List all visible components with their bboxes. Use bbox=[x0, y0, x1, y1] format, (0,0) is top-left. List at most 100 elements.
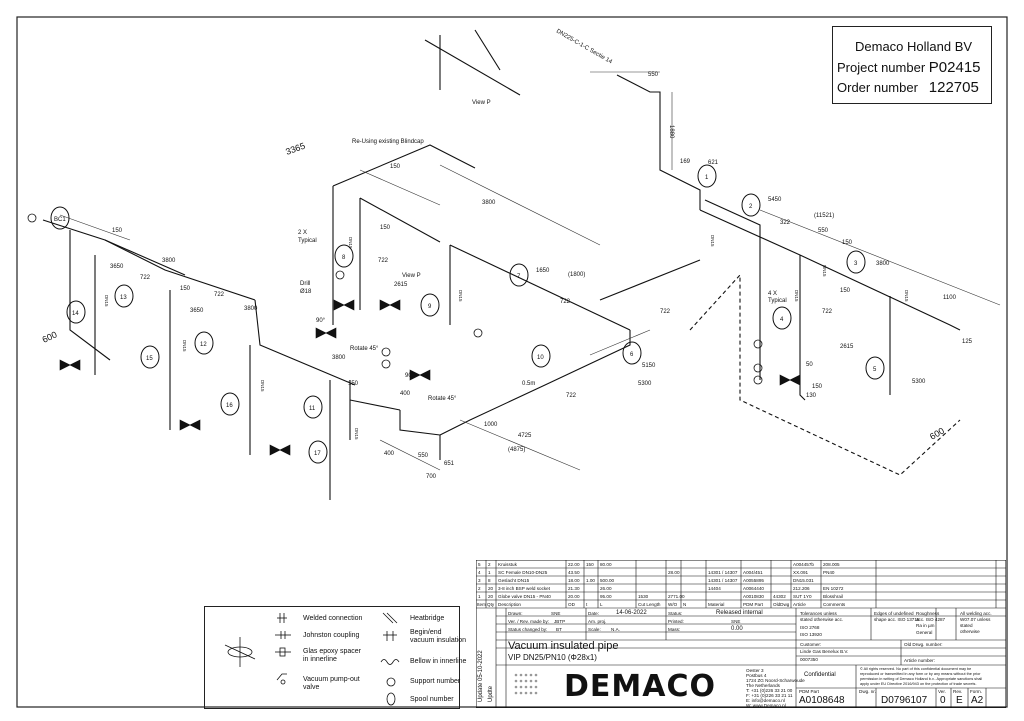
dn-label: DN15 bbox=[822, 265, 827, 277]
valve-symbols bbox=[59, 299, 801, 456]
bom-wo: 2771.00 bbox=[668, 594, 685, 599]
project-number-row: Project number P02415 bbox=[837, 59, 981, 76]
customer-ref: 0007350 bbox=[800, 657, 818, 662]
dim: 400 bbox=[400, 391, 411, 397]
bom-qty: 20 bbox=[488, 586, 494, 591]
weld-3: stated bbox=[960, 623, 973, 628]
address-line: W: www.Demaco.nl bbox=[746, 703, 786, 708]
pipe-lines bbox=[42, 29, 961, 500]
bom-t: 150 bbox=[586, 562, 594, 567]
spool-number: 9 bbox=[428, 304, 432, 310]
customer-name: Linde Gas Benelux B.V. bbox=[800, 649, 849, 654]
dim: 1100 bbox=[943, 295, 957, 301]
bom-desc: Globe valve DN15 - PN40 bbox=[498, 594, 551, 599]
legend-pumpout: Vacuum pump-out bbox=[303, 676, 360, 683]
mass-value: 0.00 bbox=[731, 626, 743, 632]
bom-pdm: A004/451 bbox=[743, 570, 763, 575]
legend-bellow: Bellow in innerline bbox=[410, 658, 467, 665]
bom-article: XX.091 bbox=[793, 570, 809, 575]
bom-comment: EN 10272 bbox=[823, 586, 844, 591]
dn-label: DN15 bbox=[710, 235, 715, 247]
am-proj-label: Am. proj. bbox=[588, 619, 607, 624]
legend-johnston: Johnston coupling bbox=[303, 632, 360, 639]
demaco-logo: DEMACO bbox=[564, 669, 716, 704]
address-line: F: +31 (0)226 33 21 11 bbox=[746, 693, 793, 698]
bom-qty: 2 bbox=[488, 562, 491, 567]
bom-article: DN15.031 bbox=[793, 578, 814, 583]
spool-number: 13 bbox=[120, 295, 127, 301]
spool-number: BC1 bbox=[54, 217, 66, 223]
dn-label: DN15 bbox=[458, 290, 463, 302]
date-value: 14-06-2022 bbox=[616, 610, 647, 616]
bom-od: 22.00 bbox=[568, 562, 580, 567]
note-angle-1: 90° bbox=[316, 318, 326, 324]
spool-number: 16 bbox=[226, 403, 233, 409]
dwg-value: D0796107 bbox=[881, 695, 928, 706]
mass-label: Mass: bbox=[668, 627, 681, 632]
scale-label: Scale: bbox=[588, 627, 601, 632]
spool-number: 5 bbox=[873, 367, 877, 373]
spool-number: 17 bbox=[314, 451, 321, 457]
dim: 50 bbox=[806, 362, 813, 368]
address-line: 1724 ZG Noord-Scharwoude bbox=[746, 678, 805, 683]
project-number-label: Project number bbox=[837, 60, 926, 75]
dim: 3800 bbox=[244, 306, 258, 312]
title-block-grid bbox=[476, 560, 1006, 708]
bom-article: SUT 1Y0 bbox=[793, 594, 812, 599]
dim: 5300 bbox=[912, 379, 926, 385]
bom-desc: Geslacht DN15 bbox=[498, 578, 530, 583]
bom-material: 14301 / 14307 bbox=[708, 578, 738, 583]
legend-pumpout-2: valve bbox=[303, 684, 320, 691]
drawing-title: Vacuum insulated pipe bbox=[508, 640, 619, 652]
bom-qty: 8 bbox=[488, 578, 491, 583]
bom-l: 26.00 bbox=[600, 586, 612, 591]
legend-beginend: Begin/end bbox=[410, 629, 442, 636]
rev-value: E bbox=[956, 695, 963, 706]
address-line: Postbus 4 bbox=[746, 673, 767, 678]
bom-comment: Blosshrail bbox=[823, 594, 843, 599]
bom-article: 208.005 bbox=[823, 562, 840, 567]
bom-desc: Kruisstuk bbox=[498, 562, 517, 567]
order-number: 122705 bbox=[928, 79, 979, 96]
spool-markers bbox=[50, 164, 885, 464]
form-label: Form. bbox=[970, 689, 982, 694]
dim: 5300 bbox=[638, 381, 652, 387]
dim: 722 bbox=[660, 309, 671, 315]
legend-heatbridge: Heatbridge bbox=[410, 615, 445, 622]
dim: 700 bbox=[426, 474, 437, 480]
bom-desc: 3-8 inch BSP weld socket bbox=[498, 586, 551, 591]
top-section-label: DN225-C-1-C Sectie 14 bbox=[555, 29, 613, 66]
bom-l: 95.00 bbox=[600, 594, 612, 599]
bom-header: OD bbox=[568, 602, 575, 607]
address-line: E: info@demaco.nl bbox=[746, 698, 785, 703]
confidential-label: Confidential bbox=[804, 672, 836, 678]
ver-by: JBTP bbox=[554, 619, 566, 624]
bom-qty: 1 bbox=[488, 570, 491, 575]
note-typical-2x: 2 X bbox=[298, 230, 307, 236]
dim: 722 bbox=[560, 299, 571, 305]
bom-wo: 28.00 bbox=[668, 570, 680, 575]
dwg-label: Dwg. nr. bbox=[859, 689, 876, 694]
address-line: Oester 3 bbox=[746, 668, 764, 673]
note-rotate-1: Rotate 45° bbox=[350, 346, 379, 352]
drawn-by: SNE bbox=[551, 611, 561, 616]
dn-label: DN15 bbox=[794, 290, 799, 302]
rights-text: apply under EU Directive 2016/943 on the… bbox=[860, 682, 977, 686]
legend-welded: Welded connection bbox=[303, 615, 363, 622]
dim: 3800 bbox=[482, 200, 496, 206]
rough-1: Roughness bbox=[916, 611, 940, 616]
note-view-p-2: View P bbox=[402, 273, 421, 279]
bom-header: Comments bbox=[823, 602, 846, 607]
dim: 550 bbox=[818, 228, 829, 234]
bom-od: 20.00 bbox=[568, 594, 580, 599]
dim: 1650 bbox=[536, 268, 550, 274]
bom-comment: PN40 bbox=[823, 570, 835, 575]
pdm-value: A0108648 bbox=[799, 695, 845, 706]
dim: (1800) bbox=[568, 272, 585, 278]
dim: 150 bbox=[112, 228, 123, 234]
dim: 322 bbox=[780, 220, 791, 226]
spool-number: 7 bbox=[517, 274, 521, 280]
tol-iso-1: ISO 2768 bbox=[800, 625, 820, 630]
support-markers bbox=[27, 213, 763, 385]
